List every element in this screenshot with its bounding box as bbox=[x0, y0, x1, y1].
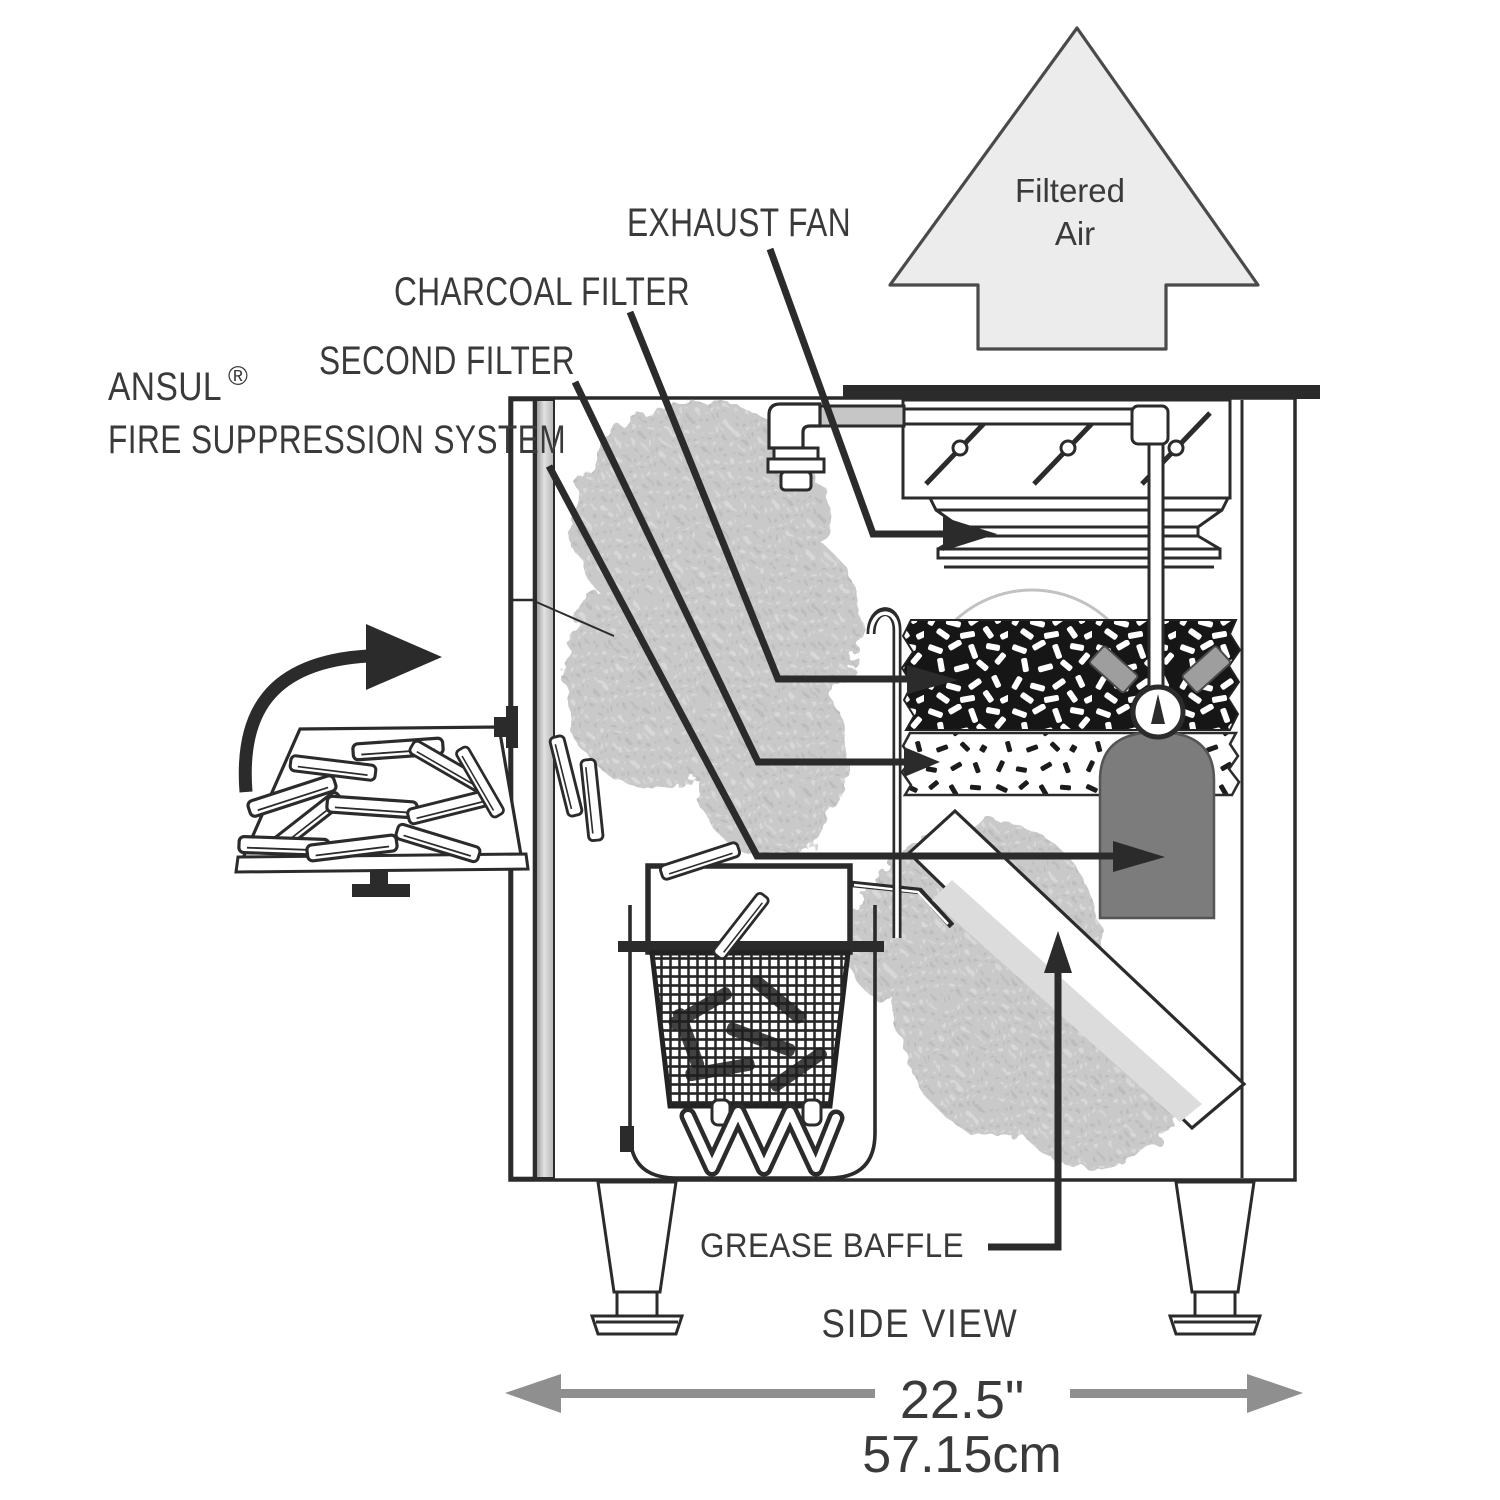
sensor-pipe bbox=[866, 607, 902, 938]
component-labels: EXHAUST FAN CHARCOAL FILTER SECOND FILTE… bbox=[108, 201, 1019, 1346]
charcoal-filter-label: CHARCOAL FILTER bbox=[394, 270, 690, 314]
arrowhead-icon bbox=[904, 747, 940, 777]
pipe-elbow-right-icon bbox=[1130, 404, 1170, 446]
machine-legs bbox=[589, 1180, 1263, 1336]
dimension-arrowhead-left-icon bbox=[505, 1374, 561, 1413]
width-inches-value: 22.5" bbox=[900, 1370, 1024, 1430]
grease-baffle bbox=[906, 808, 1247, 1131]
heating-element bbox=[679, 1103, 845, 1177]
width-cm-value: 57.15cm bbox=[862, 1426, 1061, 1484]
filtered-air-arrow-icon: Filtered Air bbox=[888, 26, 1260, 351]
ansul-tank bbox=[1098, 730, 1216, 920]
exhaust-fan-label: EXHAUST FAN bbox=[627, 201, 851, 245]
ansul-leader bbox=[545, 464, 1115, 860]
ansul-label: ANSUL bbox=[108, 365, 222, 409]
leader-arrowheads bbox=[904, 517, 1165, 973]
ansul-reg-mark: ® bbox=[228, 361, 248, 391]
fryer-basket bbox=[649, 950, 851, 1127]
second-filter-leader bbox=[571, 380, 906, 766]
side-view-label: SIDE VIEW bbox=[822, 1302, 1019, 1346]
arrowhead-icon bbox=[943, 517, 997, 551]
filtered-air-label-2: Air bbox=[1055, 215, 1095, 252]
dimension-arrowhead-right-icon bbox=[1247, 1374, 1303, 1413]
fry-chute bbox=[645, 863, 955, 955]
pressure-gauge-icon bbox=[1130, 684, 1186, 740]
grease-baffle-label: GREASE BAFFLE bbox=[700, 1227, 964, 1265]
exhaust-fan-leader bbox=[766, 247, 945, 538]
load-arrow-icon bbox=[238, 624, 442, 793]
leader-lines bbox=[545, 247, 1115, 1251]
supply-pipe bbox=[766, 402, 1170, 692]
door-hinge-knob bbox=[506, 706, 518, 748]
charcoal-filter-leader bbox=[626, 310, 909, 683]
second-filter-label: SECOND FILTER bbox=[319, 339, 575, 383]
fryer-door bbox=[510, 398, 615, 1180]
grease-baffle-leader bbox=[988, 970, 1062, 1251]
spray-nozzle-icon bbox=[1089, 645, 1231, 694]
fire-suppression-label: FIRE SUPPRESSION SYSTEM bbox=[108, 418, 566, 462]
filtered-air-label-1: Filtered bbox=[1015, 172, 1125, 209]
top-cap-bar bbox=[843, 385, 1320, 399]
basket-hanger-bar bbox=[618, 941, 884, 952]
arrowhead-icon bbox=[1113, 841, 1165, 872]
basket-foot bbox=[801, 1098, 823, 1127]
width-dimension: 22.5" 57.15cm bbox=[505, 1370, 1303, 1484]
arrowhead-icon bbox=[1044, 931, 1072, 973]
oil-vat bbox=[620, 905, 877, 1180]
vat-thermostat bbox=[620, 1126, 634, 1152]
arrowhead-icon bbox=[907, 665, 958, 694]
blower-arc bbox=[953, 588, 1111, 620]
